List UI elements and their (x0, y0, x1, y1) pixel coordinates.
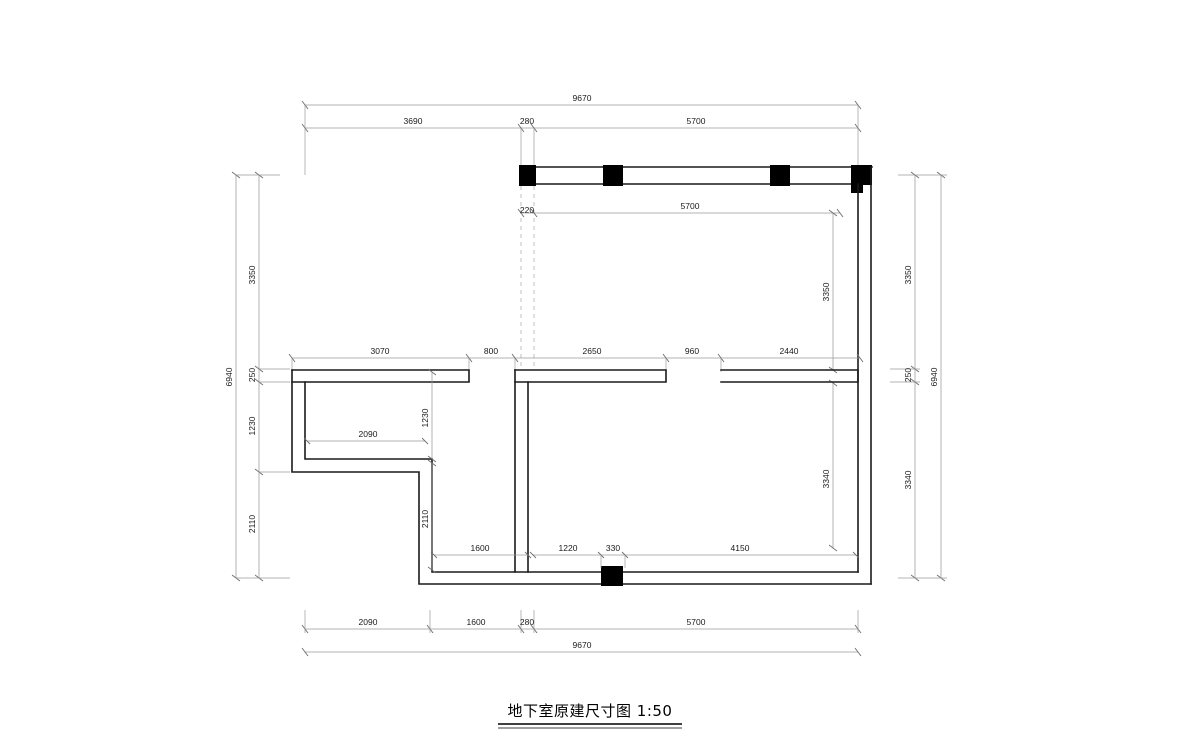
reference-lines-dashed (520, 186, 535, 370)
dim-label-top-280: 280 (520, 116, 534, 126)
dim-label-left-6940: 6940 (224, 367, 234, 386)
dim-label-bot-5700: 5700 (687, 617, 706, 627)
dim-label-left-3350: 3350 (247, 265, 257, 284)
dim-label-bot-2090: 2090 (359, 617, 378, 627)
dimension-interior-2090: 2090 (303, 429, 429, 445)
interior-wall-vertical-mid (514, 369, 529, 573)
dimension-interior-bottom-chain: 1600 1220 330 4150 (430, 543, 860, 568)
dimension-top-outer: 9670 (301, 93, 862, 110)
columns-bottom-row (601, 566, 623, 586)
dim-label-bot-outer: 9670 (573, 640, 592, 650)
exterior-wall-right (857, 166, 872, 585)
dim-label-mid-2650: 2650 (583, 346, 602, 356)
dim-label-right-3350: 3350 (903, 265, 913, 284)
dim-label-right-6940: 6940 (929, 367, 939, 386)
column-top-3 (770, 165, 790, 186)
dim-label-left-250: 250 (247, 368, 257, 382)
dimension-bottom-outer: 9670 (301, 640, 862, 657)
dimension-interior-right-3350: 3350 (821, 209, 838, 374)
dimension-left-outer: 6940 (224, 171, 241, 582)
dim-label-il-2110: 2110 (420, 510, 430, 529)
dim-label-mid-960: 960 (685, 346, 699, 356)
dimension-interior-left-2110: 2110 (420, 459, 437, 574)
dimension-middle-chain: 3070 800 2650 960 2440 (288, 346, 864, 372)
dim-label-right-3340: 3340 (903, 470, 913, 489)
dim-label-mid-2440: 2440 (780, 346, 799, 356)
column-top-2 (603, 165, 623, 186)
left-wing-outline (291, 369, 872, 585)
dim-label-interior-5700: 5700 (681, 201, 700, 211)
dim-label-ib-1600: 1600 (471, 543, 490, 553)
dimension-right-outer: 6940 (929, 171, 946, 582)
interior-wall-band-upper (291, 369, 859, 383)
dim-label-interior-220: 220 (520, 205, 534, 215)
exterior-wall-top (519, 166, 873, 185)
title-block: 地下室原建尺寸图 1:50 (498, 702, 682, 729)
dim-label-top-5700: 5700 (687, 116, 706, 126)
dimension-interior-left-1230: 1230 (420, 368, 437, 463)
drawing-title: 地下室原建尺寸图 1:50 (508, 702, 673, 720)
dim-label-bot-280: 280 (520, 617, 534, 627)
column-bottom-1 (601, 566, 623, 586)
dim-label-left-1230: 1230 (247, 416, 257, 435)
dimension-left-chain: 3350 250 1230 2110 (236, 171, 290, 582)
dim-label-il-1230: 1230 (420, 408, 430, 427)
dim-label-i-2090: 2090 (359, 429, 378, 439)
column-top-corner-step (851, 177, 863, 193)
column-top-1 (519, 165, 536, 186)
dim-label-mid-800: 800 (484, 346, 498, 356)
dimension-interior-right-3340: 3340 (821, 379, 838, 552)
dim-label-ir-3340: 3340 (821, 469, 831, 488)
dim-label-ib-330: 330 (606, 543, 620, 553)
dim-label-right-250: 250 (903, 368, 913, 382)
columns-top-row (519, 165, 872, 193)
dim-label-bot-1600: 1600 (467, 617, 486, 627)
dim-label-left-2110: 2110 (247, 515, 257, 534)
dim-label-mid-3070: 3070 (371, 346, 390, 356)
dimension-bottom-chain: 2090 1600 280 5700 (301, 610, 862, 634)
dimension-right-chain: 3350 250 3340 (890, 171, 947, 582)
dim-label-ib-1220: 1220 (559, 543, 578, 553)
dim-label-ib-4150: 4150 (731, 543, 750, 553)
dimension-top-chain: 3690 280 5700 (301, 105, 862, 175)
dim-label-ir-3350: 3350 (821, 282, 831, 301)
dimension-upper-interior: 220 5700 (517, 201, 844, 218)
dim-label-top-3690: 3690 (404, 116, 423, 126)
dim-label-top-outer: 9670 (573, 93, 592, 103)
